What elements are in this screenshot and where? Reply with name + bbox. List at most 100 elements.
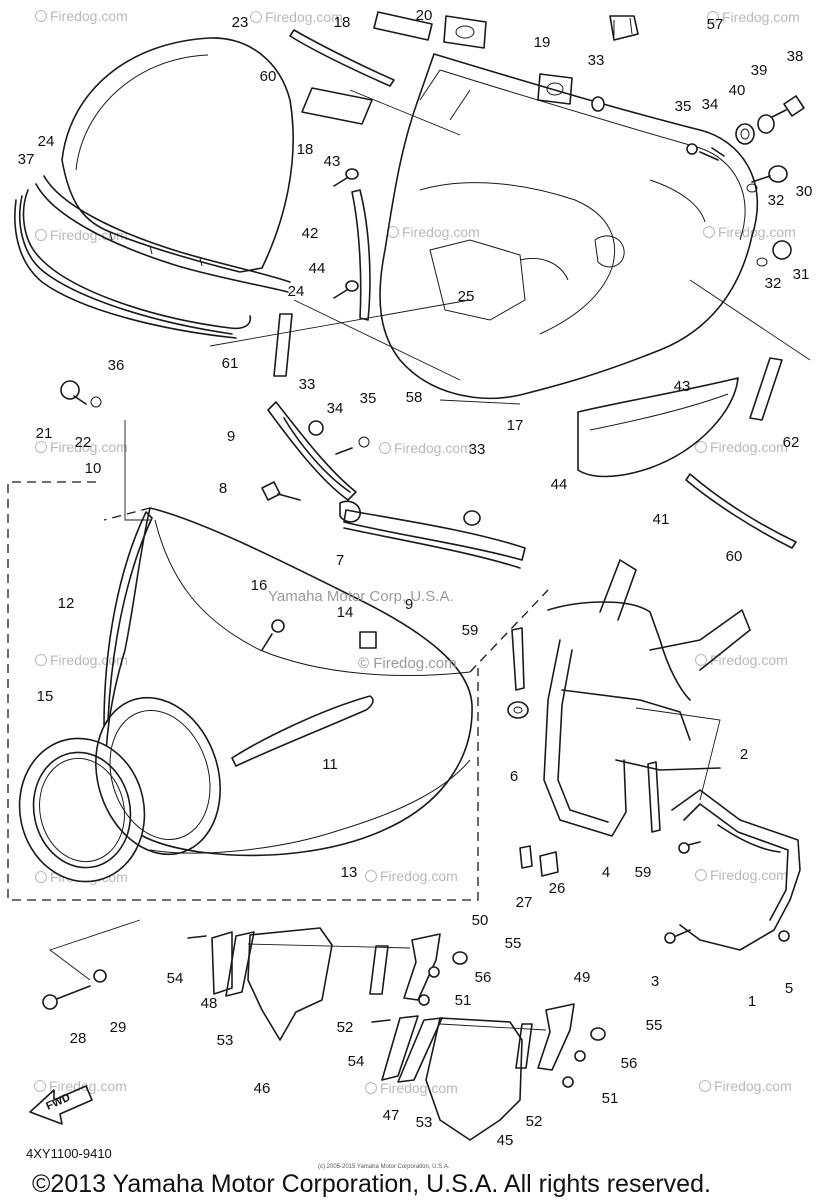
callout-number: 18 (297, 141, 314, 158)
callout-number: 10 (85, 460, 102, 477)
center-watermark-2: © Firedog.com (358, 655, 457, 672)
callout-number: 40 (729, 82, 746, 99)
watermark-text: Firedog.com (718, 224, 796, 240)
callout-number: 53 (217, 1032, 234, 1049)
callout-number: 8 (219, 480, 227, 497)
callout-number: 43 (674, 378, 691, 395)
callout-number: 2 (740, 746, 748, 763)
watermark: Firedog.com (699, 1078, 792, 1094)
callout-number: 9 (227, 428, 235, 445)
callout-number: 52 (526, 1113, 543, 1130)
watermark-text: Firedog.com (714, 1078, 792, 1094)
callout-number: 32 (765, 275, 782, 292)
watermark: Firedog.com (387, 224, 480, 240)
callout-number: 32 (768, 192, 785, 209)
copyright-circle-icon (707, 11, 719, 23)
copyright-circle-icon (695, 441, 707, 453)
tiny-copyright: (c) 2005-2015 Yamaha Motor Corporation, … (318, 1164, 450, 1170)
callout-number: 56 (621, 1055, 638, 1072)
callout-number: 34 (702, 96, 719, 113)
callout-number: 39 (751, 62, 768, 79)
watermark: Firedog.com (707, 9, 800, 25)
callout-number: 45 (497, 1132, 514, 1149)
callout-number: 29 (110, 1019, 127, 1036)
callout-number: 30 (796, 183, 813, 200)
watermark: Firedog.com (703, 224, 796, 240)
callout-number: 6 (510, 768, 518, 785)
lower-side-panels (211, 927, 523, 1141)
callout-number: 59 (635, 864, 652, 881)
callout-number: 59 (462, 622, 479, 639)
callout-number: 52 (337, 1019, 354, 1036)
callout-number: 38 (787, 48, 804, 65)
rubber-grommets (507, 627, 661, 877)
callout-number: 24 (288, 283, 305, 300)
callout-number: 51 (602, 1090, 619, 1107)
callout-number: 5 (785, 980, 793, 997)
copyright-circle-icon (365, 870, 377, 882)
callout-number: 57 (707, 16, 724, 33)
callout-number: 20 (416, 7, 433, 24)
copyright-circle-icon (35, 871, 47, 883)
callout-number: 51 (455, 992, 472, 1009)
watermark: Firedog.com (695, 652, 788, 668)
callout-number: 33 (588, 52, 605, 69)
callout-number: 9 (405, 596, 413, 613)
callout-number: 53 (416, 1114, 433, 1131)
callout-number: 49 (574, 969, 591, 986)
fairing-shell (379, 53, 759, 400)
callout-number: 23 (232, 14, 249, 31)
watermark: Firedog.com (365, 868, 458, 884)
callout-number: 19 (534, 34, 551, 51)
callout-number: 25 (458, 288, 475, 305)
watermark: Firedog.com (379, 440, 472, 456)
copyright-circle-icon (35, 229, 47, 241)
watermark-text: Firedog.com (380, 1080, 458, 1096)
callout-number: 62 (783, 434, 800, 451)
callout-number: 56 (475, 969, 492, 986)
center-watermark: Yamaha Motor Corp, U.S.A. (268, 588, 454, 605)
lower-fairing-panel (577, 377, 739, 478)
callout-number: 35 (675, 98, 692, 115)
callout-number: 22 (75, 434, 92, 451)
callout-number: 13 (341, 864, 358, 881)
copyright-circle-icon (34, 1080, 46, 1092)
watermark-text: Firedog.com (50, 8, 128, 24)
clip (609, 15, 639, 41)
outer-nose-fairing (105, 507, 473, 857)
windshield (61, 37, 294, 273)
gaskets (443, 15, 573, 105)
callout-number: 44 (551, 476, 568, 493)
watermark-text: Firedog.com (49, 1078, 127, 1094)
assembly-boundary (7, 481, 549, 901)
callout-number: 4 (602, 864, 610, 881)
headlight-rim (18, 696, 221, 883)
callout-number: 46 (254, 1080, 271, 1097)
watermark: Firedog.com (365, 1080, 458, 1096)
callout-number: 7 (336, 552, 344, 569)
callout-number: 61 (222, 355, 239, 372)
copyright-circle-icon (365, 1082, 377, 1094)
callout-number: 48 (201, 995, 218, 1012)
callout-number: 54 (348, 1053, 365, 1070)
callout-number: 27 (516, 894, 533, 911)
windshield-trim (14, 175, 291, 339)
fasteners-top-right (591, 95, 805, 267)
watermark-text: Firedog.com (50, 652, 128, 668)
callout-number: 60 (726, 548, 743, 565)
callout-number: 11 (322, 756, 338, 773)
callout-number: 17 (507, 417, 524, 434)
callout-number: 24 (38, 133, 55, 150)
stays-and-ties (273, 11, 797, 549)
copyright-circle-icon (379, 442, 391, 454)
watermark: Firedog.com (695, 439, 788, 455)
watermark: Firedog.com (34, 1078, 127, 1094)
assembly-guides (49, 89, 811, 1031)
callout-number: 12 (58, 595, 75, 612)
callout-number: 37 (18, 151, 35, 168)
callout-number: 41 (653, 511, 670, 528)
callout-number: 36 (108, 357, 125, 374)
callout-number: 14 (337, 604, 354, 621)
callout-number: 58 (406, 389, 423, 406)
watermark-text: Firedog.com (265, 9, 343, 25)
